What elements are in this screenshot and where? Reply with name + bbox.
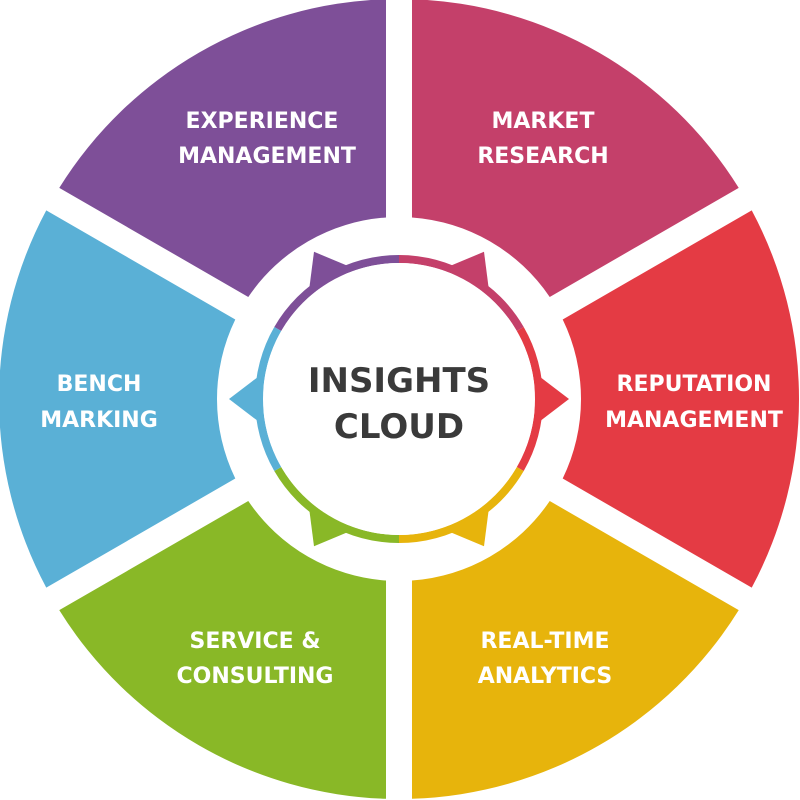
center-hub [263,263,535,535]
inner-ring-arc-bench [254,327,282,471]
label-service-consulting-2: CONSULTING [176,664,333,689]
pointer-realtime [443,503,490,547]
segment-market-research [411,0,739,297]
label-service-consulting-1: SERVICE & [189,629,320,654]
label-reputation-management-1: REPUTATION [617,372,772,397]
label-real-time-analytics-2: ANALYTICS [478,664,613,689]
label-bench-marking-2: MARKING [40,408,158,433]
label-market-research-1: MARKET [492,109,595,134]
label-bench-marking-1: BENCH [57,372,142,397]
label-experience-management-2: MANAGEMENT [178,144,356,169]
label-experience-management-1: EXPERIENCE [186,109,339,134]
inner-ring-arc-reputation [516,327,544,471]
segment-reputation-management [562,210,800,588]
pointer-experience [308,251,355,295]
segment-experience-management [59,0,387,297]
label-reputation-management-2: MANAGEMENT [605,408,783,433]
label-market-research-2: RESEARCH [477,144,608,169]
segment-service-consulting [59,501,387,799]
segment-real-time-analytics [411,501,739,799]
center-title-line2: CLOUD [334,407,464,447]
pointer-service [308,503,355,547]
pointer-bench [229,372,264,426]
inner-ring [229,251,569,547]
pointer-market [443,251,490,295]
center-title-line1: INSIGHTS [308,361,490,401]
pointer-reputation [534,372,569,426]
segment-bench-marking [0,210,236,588]
label-real-time-analytics-1: REAL-TIME [480,629,609,654]
